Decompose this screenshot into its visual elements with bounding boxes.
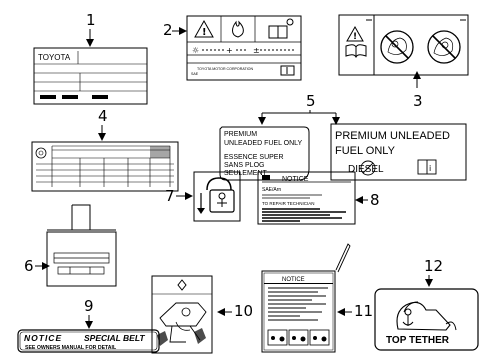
manual-book-icon <box>268 18 294 39</box>
label-7-child-lock <box>193 171 241 222</box>
no-child-seat-icon <box>427 30 461 64</box>
label-9-special-belt: NOTICE SPECIAL BELT SEE OWNERS MANUAL FO… <box>17 329 160 353</box>
child-lock-icon <box>197 177 235 214</box>
label-8-title: NOTICE <box>282 176 309 183</box>
label-2-caution: ! ☼ + ± TOYOTA MOTOR CORPORATION SAE <box>186 15 302 81</box>
label-1-brand: TOYOTA <box>38 53 71 62</box>
label-5-left-line-4: SANS PLOG <box>224 162 264 169</box>
label-12-top-tether: TOP TETHER <box>374 288 479 351</box>
tether-anchor-icon <box>396 301 457 331</box>
svg-text:!: ! <box>353 32 357 42</box>
sun-icon: ☼ <box>192 46 199 55</box>
label-11-notice-panel: NOTICE <box>261 243 351 353</box>
label-8-repair-notice: NOTICE SAE/Arn TO REPAIR TECHNICIAN <box>257 171 356 225</box>
label-8-line-1: SAE/Arn <box>262 187 281 193</box>
label-12-caption: TOP TETHER <box>386 335 450 346</box>
label-9-line-2: SEE OWNERS MANUAL FOR DETAIL <box>25 345 117 351</box>
seat-icon <box>271 336 327 342</box>
label-5-left-line-3: ESSENCE SUPER <box>224 154 284 161</box>
label-1-id-plate: TOYOTA <box>33 47 148 105</box>
callout-7: 7 <box>165 187 175 205</box>
label-10-airbag-pictogram <box>151 275 213 354</box>
label-5-fuel-right: PREMIUM UNLEADED FUEL ONLY DIESEL i <box>330 123 467 181</box>
svg-text:±: ± <box>253 46 260 55</box>
callout-3: 3 <box>413 92 423 110</box>
label-9-line-1a: NOTICE <box>24 333 62 343</box>
label-6-hang-tag <box>46 204 117 287</box>
wheel-icon <box>35 147 47 159</box>
callout-4: 4 <box>98 107 108 125</box>
label-5-left-line-2: UNLEADED FUEL ONLY <box>224 140 303 147</box>
callout-8: 8 <box>370 191 380 209</box>
svg-text:!: ! <box>202 27 207 38</box>
callout-9: 9 <box>84 297 94 315</box>
label-5-right-line-2: FUEL ONLY <box>335 145 396 157</box>
label-2-code: SAE <box>191 72 199 76</box>
label-9-line-1b: SPECIAL BELT <box>84 333 145 343</box>
label-2-company: TOYOTA MOTOR CORPORATION <box>197 67 253 71</box>
no-diesel-icon: DIESEL <box>348 160 384 176</box>
diamond-icon <box>177 279 187 291</box>
occupant-airbag-icon <box>157 302 207 346</box>
callout-10: 10 <box>234 302 253 320</box>
svg-text:i: i <box>429 164 431 173</box>
label-5-left-line-1: PREMIUM <box>224 131 257 138</box>
flame-icon <box>232 20 244 38</box>
callout-11: 11 <box>354 302 373 320</box>
callout-6: 6 <box>24 257 34 275</box>
label-8-line-2: TO REPAIR TECHNICIAN <box>262 201 315 206</box>
callout-1: 1 <box>86 11 96 29</box>
callout-12: 12 <box>424 257 443 275</box>
warning-triangle-icon <box>194 19 214 38</box>
label-4-tire-placard <box>31 141 179 192</box>
label-5-left-line-5: SEULEMENT <box>224 170 268 177</box>
no-child-seat-icon <box>380 30 414 64</box>
callout-2: 2 <box>163 21 173 39</box>
callout-5: 5 <box>306 92 316 110</box>
warning-triangle-icon <box>346 25 364 42</box>
manual-book-icon <box>345 44 367 59</box>
label-5-right-line-1: PREMIUM UNLEADED <box>335 130 450 142</box>
manual-book-icon: i <box>417 159 437 175</box>
label-3-airbag-warning: ! <box>338 14 469 76</box>
svg-text:+: + <box>226 46 233 55</box>
label-11-title: NOTICE <box>282 277 305 283</box>
